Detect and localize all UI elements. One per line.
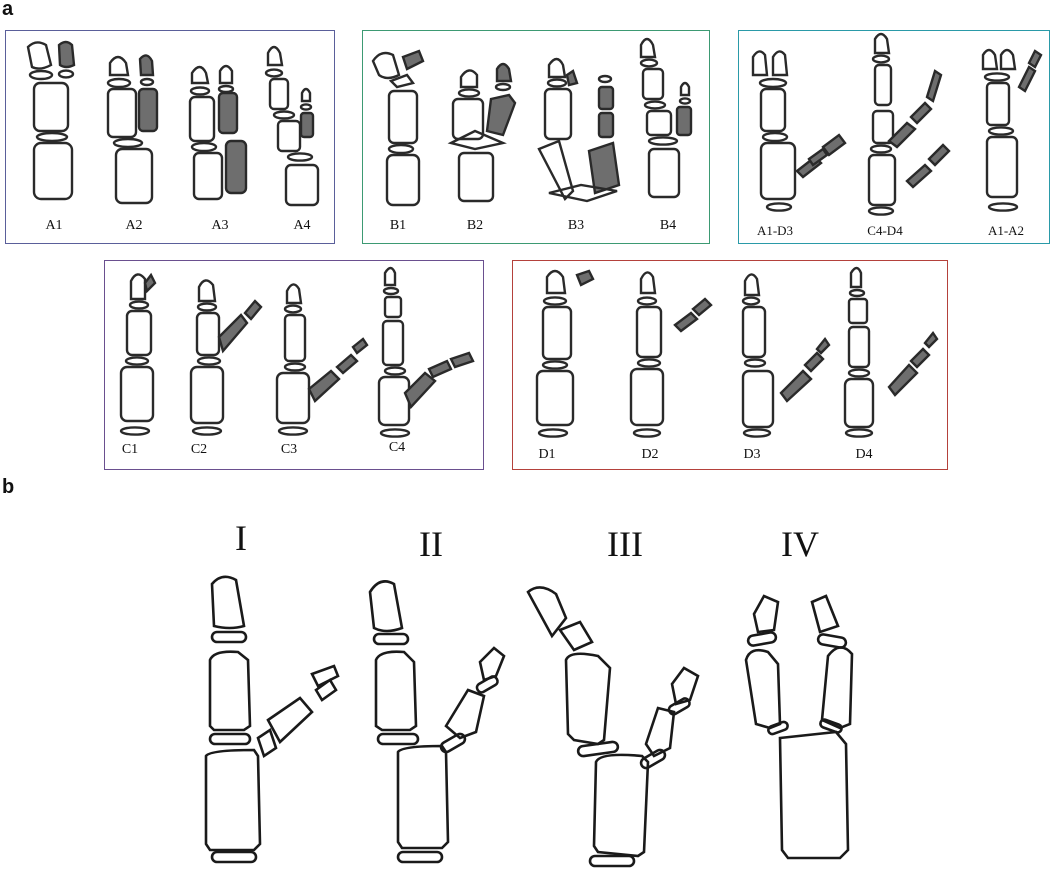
label-a2: A2 [125, 218, 143, 233]
diagram-a3 [188, 64, 248, 201]
diagram-b3 [537, 57, 621, 203]
label-d2: D2 [641, 447, 659, 462]
type-iv-drawing [744, 594, 854, 860]
type-i-drawing [204, 575, 340, 864]
label-c3: C3 [280, 442, 298, 457]
label-a4: A4 [293, 218, 311, 233]
group-c-drawings [119, 266, 475, 438]
type-ii-drawing [368, 580, 506, 864]
diagram-a1 [26, 40, 76, 201]
group-b-box [362, 30, 710, 244]
label-b4: B4 [659, 218, 677, 233]
type-iii-drawing [526, 586, 700, 868]
group-c-box [104, 260, 484, 470]
label-b2: B2 [466, 218, 484, 233]
diagram-c1 [119, 272, 157, 436]
diagram-c2 [189, 279, 263, 436]
diagram-d2 [629, 271, 713, 438]
type-label-4: IV [781, 524, 819, 564]
diagram-c4 [377, 266, 475, 438]
label-c1: C1 [121, 442, 139, 457]
diagram-d1 [535, 269, 595, 438]
group-a-drawings [26, 40, 320, 207]
label-a1: A1 [45, 218, 63, 233]
panel-a-letter: a [2, 0, 14, 20]
diagram-a2 [106, 54, 159, 205]
label-b1: B1 [389, 218, 407, 233]
diagram-a1-a2 [981, 48, 1043, 212]
label-a1-d3: A1-D3 [756, 223, 794, 238]
label-c2: C2 [190, 442, 208, 457]
label-c4-d4: C4-D4 [867, 223, 903, 238]
label-c4: C4 [388, 440, 406, 455]
panel-b-letter: b [2, 476, 15, 498]
diagram-d3 [741, 273, 831, 438]
label-d3: D3 [743, 447, 761, 462]
label-a1-a2: A1-A2 [987, 223, 1025, 238]
diagram-a1-d3 [751, 50, 847, 212]
type-label-2: II [419, 524, 443, 564]
diagram-d4 [843, 266, 939, 438]
group-a-box [5, 30, 335, 244]
type-label-1: I [235, 518, 247, 558]
diagram-b4 [639, 37, 693, 199]
label-d1: D1 [538, 447, 556, 462]
label-a3: A3 [211, 218, 229, 233]
diagram-c3 [275, 283, 369, 436]
diagram-b2 [447, 62, 517, 203]
label-d4: D4 [855, 447, 873, 462]
diagram-a4 [264, 45, 320, 207]
group-d-drawings [535, 266, 939, 438]
group-combined-drawings [751, 32, 1043, 216]
label-b3: B3 [567, 218, 585, 233]
diagram-c4-d4 [867, 32, 951, 216]
group-combined-box [738, 30, 1050, 244]
type-label-3: III [607, 524, 643, 564]
diagram-b1 [371, 49, 425, 207]
group-b-drawings [371, 37, 693, 207]
group-d-box [512, 260, 948, 470]
